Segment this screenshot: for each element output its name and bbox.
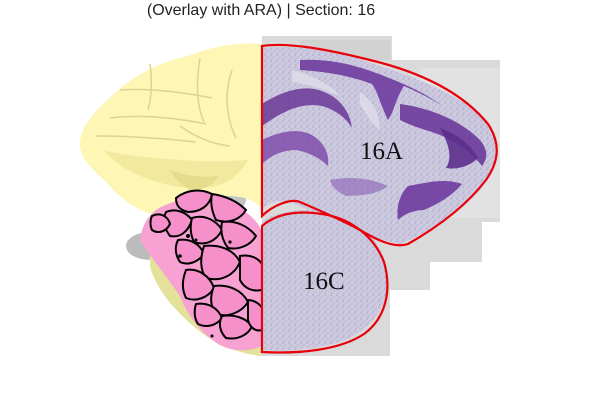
nuclei-outlines — [149, 189, 262, 340]
region-outlines — [260, 43, 498, 354]
medulla-tissue — [262, 210, 389, 351]
granule-layer — [300, 59, 442, 120]
atlas-overlay — [80, 43, 262, 356]
region-16c-outline — [260, 211, 389, 354]
region-label-16a: 16A — [360, 138, 403, 165]
region-label-16c: 16C — [303, 268, 345, 295]
region-16a-outline — [260, 43, 498, 247]
cerebellum-region — [80, 43, 262, 214]
figure-title: (Overlay with ARA) | Section: 16 — [146, 2, 376, 19]
histology-section — [262, 36, 500, 356]
